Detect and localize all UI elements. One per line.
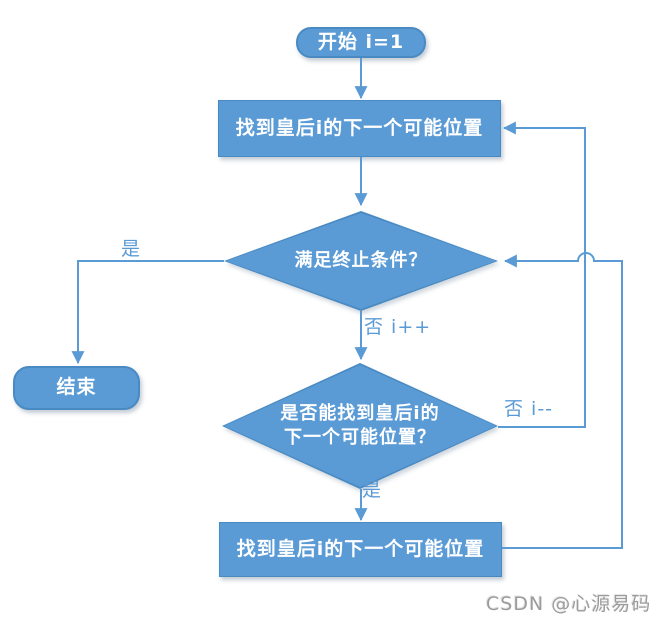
- edge-label-yes-found: 是: [362, 479, 383, 501]
- edge-termination-check-yes-to-end: [71, 260, 224, 365]
- node-can-find-position-line1: 是否能找到皇后i的: [280, 402, 440, 424]
- node-start-label: 开始 i=1: [317, 30, 405, 53]
- edge-can-find-no-to-find-next-top: [498, 121, 586, 428]
- node-can-find-position-line2: 下一个可能位置？: [283, 427, 436, 448]
- node-find-next-position-top-label: 找到皇后i的下一个可能位置: [235, 116, 484, 139]
- node-find-next-position-bottom: 找到皇后i的下一个可能位置: [219, 522, 502, 577]
- edge-label-no-decrement: 否 i--: [504, 398, 554, 420]
- csdn-watermark: CSDN @心源易码: [486, 593, 652, 615]
- node-end: 结束: [13, 366, 140, 410]
- node-find-next-position-top: 找到皇后i的下一个可能位置: [218, 100, 501, 157]
- node-start: 开始 i=1: [296, 27, 426, 58]
- node-find-next-position-bottom-label: 找到皇后i的下一个可能位置: [236, 537, 485, 560]
- node-termination-check: 满足终止条件？: [224, 211, 498, 311]
- node-end-label: 结束: [56, 376, 97, 399]
- node-can-find-position-label: 是否能找到皇后i的 下一个可能位置？: [280, 402, 439, 451]
- node-termination-check-label: 满足终止条件？: [294, 249, 428, 271]
- edge-label-yes-terminate: 是: [121, 238, 142, 260]
- node-can-find-position: 是否能找到皇后i的 下一个可能位置？: [222, 363, 498, 489]
- edge-label-no-increment: 否 i++: [364, 316, 432, 338]
